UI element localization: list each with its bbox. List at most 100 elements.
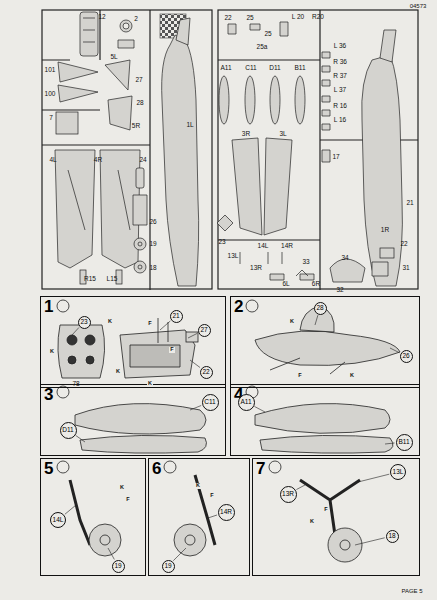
part-number: L 37 (334, 87, 346, 94)
part-number: 21 (406, 200, 413, 207)
leader-line (254, 406, 265, 412)
sprue-parts (295, 76, 305, 124)
sprue-parts (134, 238, 146, 250)
part-number: B11 (294, 65, 305, 72)
step-illustrations (260, 435, 393, 453)
step-illustrations (58, 325, 105, 378)
callout-number: 22 (202, 369, 209, 376)
step-number: 3 (44, 385, 53, 404)
sprue-parts (380, 248, 394, 258)
sprue-parts (68, 170, 130, 230)
callout-number: 19 (164, 563, 171, 570)
step-panel: 713L13R18 (252, 458, 420, 576)
step-illustrations (120, 330, 195, 378)
paint-code: F (125, 497, 130, 503)
glue-icon (164, 461, 176, 473)
sprue-parts (136, 168, 144, 188)
step-illustrations (89, 524, 121, 556)
sprue-parts (228, 22, 288, 36)
paint-code: K (49, 349, 55, 355)
callout-number: 18 (388, 533, 395, 540)
glue-icon (57, 300, 69, 312)
paint-code: F (209, 493, 214, 499)
callout-circle: 21 (170, 310, 183, 323)
sprue-parts (372, 262, 388, 276)
part-number: 1L (186, 122, 193, 129)
sprue-parts (219, 76, 229, 124)
paint-code: F (169, 347, 174, 353)
part-number: 25 (246, 15, 253, 22)
sprue-parts (245, 76, 255, 124)
sprue-parts (56, 112, 78, 134)
callout-circle: 14R (218, 504, 235, 521)
step-illustrations (68, 356, 76, 364)
leader-line (355, 538, 385, 545)
callout-circle: 23 (78, 316, 91, 329)
sprue-parts (270, 76, 280, 124)
step-illustrations (186, 332, 198, 342)
part-number: L 36 (334, 43, 346, 50)
leader-line (208, 515, 217, 518)
step-illustrations (130, 345, 180, 367)
leader-line (296, 485, 305, 490)
step-panel: 6 14R 19 (148, 458, 250, 576)
part-number: 100 (45, 91, 56, 98)
paint-code: F (323, 507, 328, 513)
leader-line (76, 435, 85, 442)
glue-icon (57, 461, 69, 473)
step-number: 5 (44, 459, 53, 478)
sprue-parts (123, 23, 129, 29)
part-number: 28 (136, 100, 143, 107)
callout-number: 21 (172, 313, 179, 320)
sprue-parts (232, 138, 262, 235)
step-number: 6 (152, 459, 161, 478)
part-number: C11 (245, 65, 256, 72)
sprue-parts (118, 40, 134, 48)
leader-line (390, 348, 399, 353)
paint-code: K (119, 485, 125, 491)
sprue-parts (138, 265, 142, 269)
callout-number: 26 (402, 353, 409, 360)
callout-number: A11 (240, 399, 251, 406)
step-illustrations (158, 318, 168, 343)
step-panel: 4A11B11 (230, 384, 420, 456)
step-illustrations (67, 335, 77, 345)
sprue-parts (162, 35, 199, 286)
sprue-parts (80, 12, 98, 56)
step-illustrations (70, 480, 90, 545)
part-number: L15 (107, 276, 118, 283)
step-panel: 3C11D11 (40, 384, 226, 456)
part-number: 31 (402, 265, 409, 272)
callout-circle: 13L (390, 464, 406, 480)
part-number: 2 (134, 16, 138, 23)
sprue-frame (42, 10, 212, 289)
sprue-parts (138, 242, 142, 246)
sprue-parts (264, 138, 292, 235)
paint-code: K (107, 319, 113, 325)
paint-code: F (297, 373, 302, 379)
part-number: 19 (149, 241, 156, 248)
callout-circle: D11 (60, 422, 77, 439)
step-illustrations (100, 535, 110, 545)
leader-line (173, 548, 186, 561)
paint-code: K (195, 483, 201, 489)
part-number: L 20 (292, 14, 304, 21)
part-number: 78 (72, 381, 79, 388)
callout-number: 19 (114, 563, 121, 570)
sprue-parts (362, 55, 403, 286)
callout-circle: 26 (400, 350, 413, 363)
sprue-parts (105, 60, 130, 90)
part-number: 32 (336, 287, 343, 294)
part-number: 3R (242, 131, 250, 138)
callout-number: 13R (282, 491, 294, 498)
part-number: 1R (381, 227, 389, 234)
part-number: L 16 (334, 117, 346, 124)
sprue-parts (108, 96, 132, 130)
leader-line (315, 315, 318, 325)
sprue-parts (176, 18, 190, 45)
step-number: 1 (44, 297, 53, 316)
part-number: 27 (135, 77, 142, 84)
part-number: 33 (302, 259, 309, 266)
part-number: 13R (250, 265, 262, 272)
part-number: 13L (228, 253, 239, 260)
